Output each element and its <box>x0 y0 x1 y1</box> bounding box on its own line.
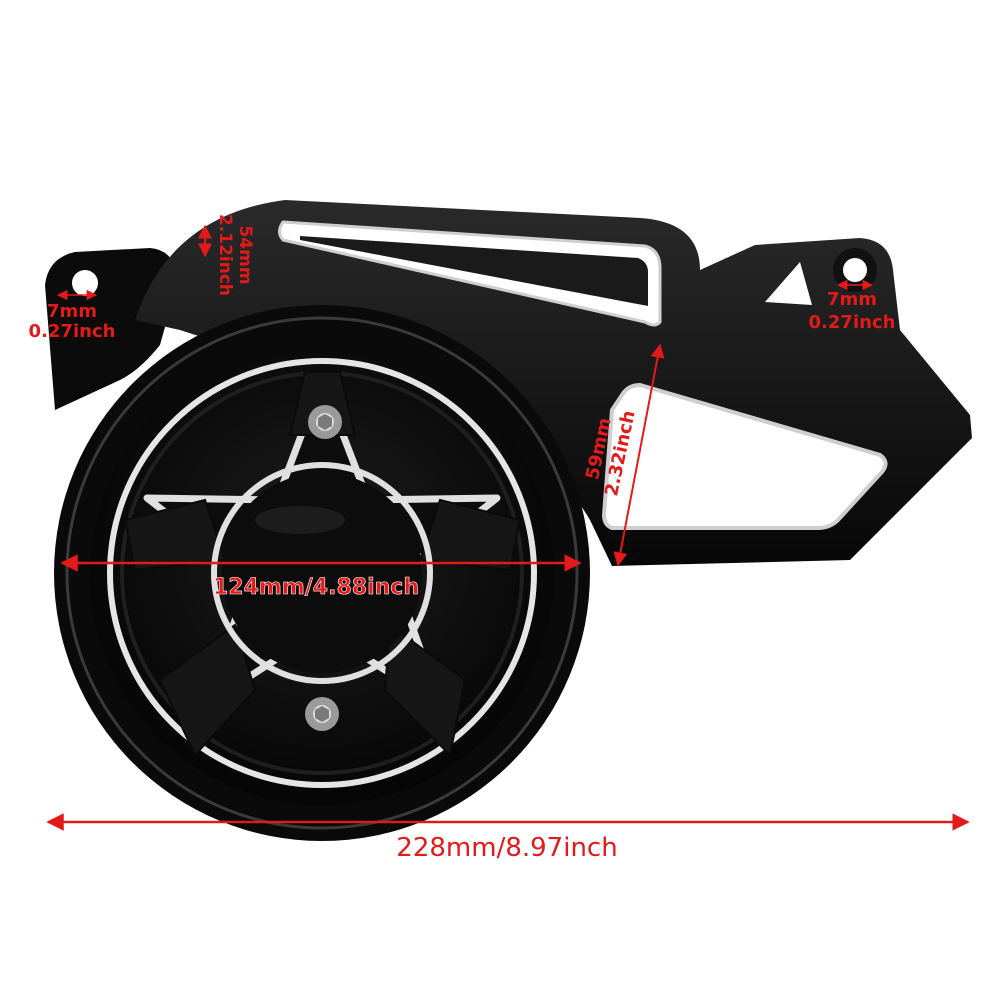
cover-chrome-ring <box>107 358 537 788</box>
bottom-bolt <box>305 697 339 731</box>
top-bolt <box>308 405 342 439</box>
overall-width-label: 228mm/8.97inch <box>396 833 617 863</box>
window-height-arrow <box>613 343 665 567</box>
left-mounting-hole <box>72 270 98 296</box>
triangle-window <box>765 262 812 305</box>
spoke-segments <box>123 371 522 758</box>
right-hole-mm-label: 7mm <box>827 289 877 310</box>
bracket-height-in-label: 2.12inch <box>215 214 235 296</box>
center-hub-highlight <box>255 506 345 534</box>
dimension-annotations: 228mm/8.97inch 124mm/4.88inch 54mm 2.12i… <box>29 214 970 863</box>
right-hole-in-label: 0.27inch <box>809 312 896 333</box>
sprocket-cover <box>45 200 972 841</box>
center-hub-ring <box>211 462 433 684</box>
right-mounting-hole <box>843 258 867 282</box>
bracket-height-mm-label: 54mm <box>235 225 255 284</box>
cover-diameter-label: 124mm/4.88inch <box>213 575 419 600</box>
left-hole-mm-label: 7mm <box>47 301 97 322</box>
left-hole-in-label: 0.27inch <box>29 321 116 342</box>
center-hub <box>222 473 422 673</box>
upper-slot-inner <box>300 236 648 306</box>
